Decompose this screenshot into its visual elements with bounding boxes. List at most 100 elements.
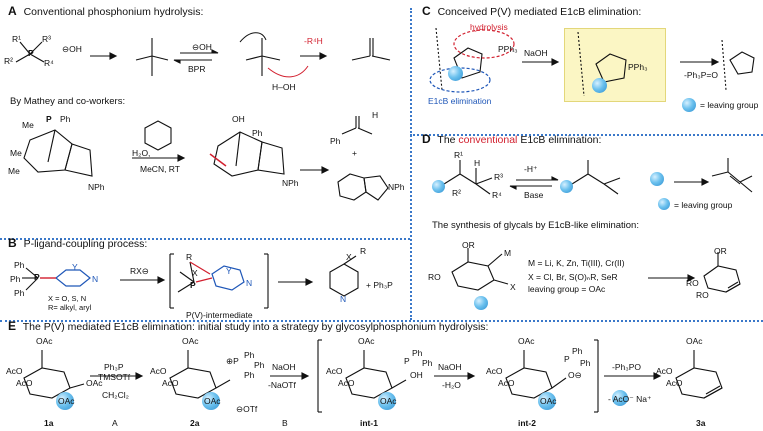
label-p-int: P	[190, 280, 196, 290]
panel-title: P-ligand-coupling process:	[23, 238, 148, 250]
label-aco-3b: AcO	[338, 378, 355, 388]
label-ph-4a: Ph	[572, 346, 583, 356]
label-oh-p: OH	[232, 114, 245, 124]
label-naoh-c: NaOH	[524, 48, 548, 58]
step-a-bottom: CH₂Cl₂	[102, 390, 129, 400]
label-n-prod: N	[340, 294, 347, 304]
label-pph3-c2: PPh₃	[628, 62, 648, 72]
panel-b: B P-ligand-coupling process:	[0, 232, 410, 320]
label-or-1: OR	[462, 240, 475, 250]
label-ro-3: RO	[696, 290, 709, 300]
leaving-group-ball	[56, 392, 74, 410]
glycal-title: The synthesis of glycals by E1cB-like el…	[432, 220, 639, 231]
label-r1: R¹	[12, 34, 21, 44]
label-d-r3: R³	[494, 172, 503, 182]
label-oac-ball-3: OAc	[380, 396, 397, 406]
compound-1a: 1a	[44, 418, 54, 428]
step-3-top: NaOH	[438, 362, 462, 372]
label-or-2: OR	[714, 246, 727, 256]
leaving-group-ball	[378, 392, 396, 410]
step-b-letter: B	[282, 418, 288, 428]
label-me-2: Me	[10, 148, 22, 158]
label-y-int: Y	[226, 266, 232, 276]
label-ph-p: Ph	[252, 128, 263, 138]
label-oac-1: OAc	[36, 336, 53, 346]
label-oac-1c: OAc	[86, 378, 103, 388]
panel-letter: E	[8, 319, 17, 333]
label-ph-phos: Ph	[330, 136, 341, 146]
label-ph-mathey: Ph	[60, 114, 71, 124]
label-pph-2: ⊕P	[226, 356, 239, 366]
label-ph-3b: Ph	[422, 358, 433, 368]
step-a-top1: Ph₃P	[104, 362, 124, 372]
label-aco-4b: AcO	[498, 378, 515, 388]
divider-c-d	[410, 134, 763, 136]
label-ph-2b: Ph	[254, 360, 265, 370]
panel-letter: C	[422, 4, 431, 18]
label-x-prod: X	[346, 252, 352, 262]
panel-e-header: E The P(V) mediated E1cB elimination: in…	[8, 319, 488, 333]
label-aco-2a: AcO	[150, 366, 167, 376]
label-d-r4: R⁴	[492, 190, 502, 200]
leaving-group-ball	[538, 392, 556, 410]
step-3-bottom: -H₂O	[442, 380, 461, 390]
label-ph-2a: Ph	[244, 350, 255, 360]
leaving-group-ball	[474, 296, 488, 310]
panel-title: Conceived P(V) mediated E1cB elimination…	[437, 6, 642, 18]
glycosylphosphonium-scheme	[23, 339, 723, 413]
panel-a: A Conventional phosphonium hydrolysis:	[0, 0, 410, 230]
panel-title: Conventional phosphonium hydrolysis:	[23, 6, 204, 18]
panel-c-header: C Conceived P(V) mediated E1cB eliminati…	[422, 4, 641, 18]
label-minus-h: -H⁺	[524, 164, 538, 174]
label-me-3: Me	[8, 166, 20, 176]
label-x-glycal: X	[510, 282, 516, 292]
leaving-group-ball	[448, 66, 463, 81]
panel-title-prefix: The	[437, 134, 456, 146]
label-h-oh: H–OH	[272, 82, 296, 92]
mathey-scheme	[23, 116, 389, 201]
label-hydrolysis: hydrolysis	[470, 22, 508, 32]
panel-b-header: B P-ligand-coupling process:	[8, 236, 147, 250]
panel-a-header: A Conventional phosphonium hydrolysis:	[8, 4, 203, 18]
label-plus: +	[352, 148, 357, 158]
label-x-def: X = O, S, N	[48, 294, 87, 303]
label-oh-3: OH	[410, 370, 423, 380]
mathey-cond-top: H₂O,	[132, 148, 151, 158]
label-y-b: Y	[72, 262, 78, 272]
label-rx: RX⊖	[130, 266, 149, 276]
step-4-bottom: - AcO⁻ Na⁺	[608, 394, 652, 404]
label-oh-rev: ⊖OH	[192, 42, 212, 52]
panel-e: E The P(V) mediated E1cB elimination: in…	[0, 314, 763, 431]
panel-letter: B	[8, 236, 17, 250]
label-o-4: O⊖	[568, 370, 582, 380]
label-x-def-d: X = Cl, Br, S(O)ₙR, SeR	[528, 272, 618, 282]
leaving-group-ball	[658, 198, 670, 210]
label-ph-b3: Ph	[14, 288, 25, 298]
label-oac-ball-2: OAc	[204, 396, 221, 406]
label-oac-2: OAc	[182, 336, 199, 346]
leaving-group-ball	[592, 78, 607, 93]
conventional-e1cb-scheme	[443, 158, 753, 195]
panel-title: The P(V) mediated E1cB elimination: init…	[22, 321, 489, 333]
label-pv-intermediate: P(V)-intermediate	[186, 310, 253, 320]
label-x-int: X	[192, 268, 198, 278]
leaving-group-ball	[650, 172, 664, 186]
label-d-r1: R¹	[454, 150, 463, 160]
label-ph3p: + Ph₃P	[366, 280, 393, 290]
label-p-b: P	[34, 272, 40, 282]
label-aco-5b: AcO	[666, 378, 683, 388]
label-p: P	[28, 48, 34, 58]
label-e1cb: E1cB elimination	[428, 96, 492, 106]
label-p-mathey: P	[46, 114, 52, 124]
compound-int1: int-1	[360, 418, 378, 428]
label-r3: R³	[42, 34, 51, 44]
label-ro-2: RO	[686, 278, 699, 288]
label-r-def: R= alkyl, aryl	[48, 303, 92, 312]
label-d-r2: R²	[452, 188, 461, 198]
panel-letter: D	[422, 132, 431, 146]
divider-left-right	[410, 8, 412, 320]
glycal-scheme	[451, 248, 741, 293]
step-a-letter: A	[112, 418, 118, 428]
phosphonium-hydrolysis-scheme	[15, 32, 391, 78]
label-bpr: BPR	[188, 64, 206, 74]
